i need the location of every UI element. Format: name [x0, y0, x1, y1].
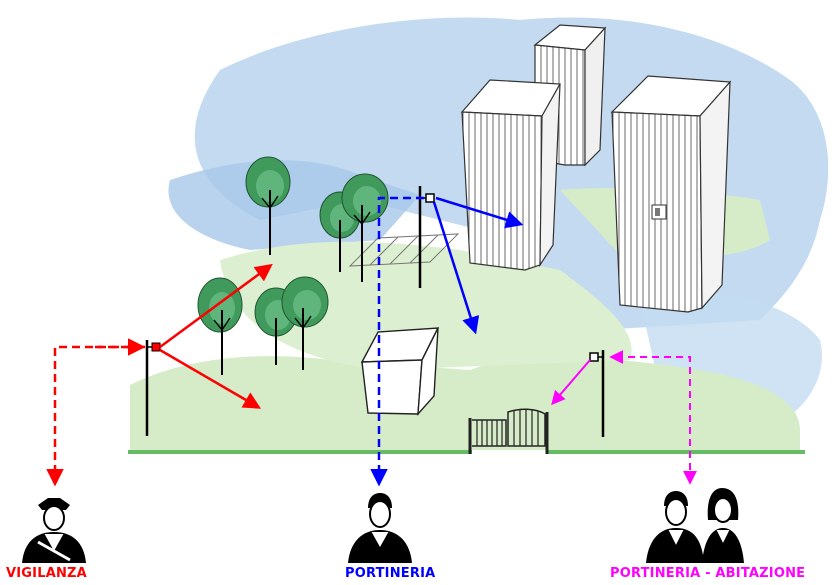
abitazione-links: [551, 350, 697, 485]
portineria-links: [370, 196, 524, 487]
tree-3: [341, 173, 389, 282]
vigilanza-links: [46, 263, 273, 487]
label-portineria: PORTINERIA: [345, 566, 436, 581]
resident-icon: [646, 488, 744, 563]
tree-1: [245, 156, 291, 255]
parking-grid: [348, 233, 460, 267]
building-icon: [460, 24, 732, 313]
camera-pole-abitazione: [589, 350, 605, 437]
booth-icon: [360, 327, 440, 417]
tree-icon: [197, 156, 389, 375]
porter-icon: [348, 493, 412, 563]
guard-icon: [22, 498, 86, 563]
gate-icon: [468, 408, 549, 454]
camera-pole-vigilanza: [145, 340, 161, 436]
label-vigilanza: VIGILANZA: [6, 566, 87, 581]
tree-6: [281, 276, 329, 370]
tree-4: [197, 277, 243, 375]
label-portineria-abitazione: PORTINERIA - ABITAZIONE: [610, 566, 806, 581]
